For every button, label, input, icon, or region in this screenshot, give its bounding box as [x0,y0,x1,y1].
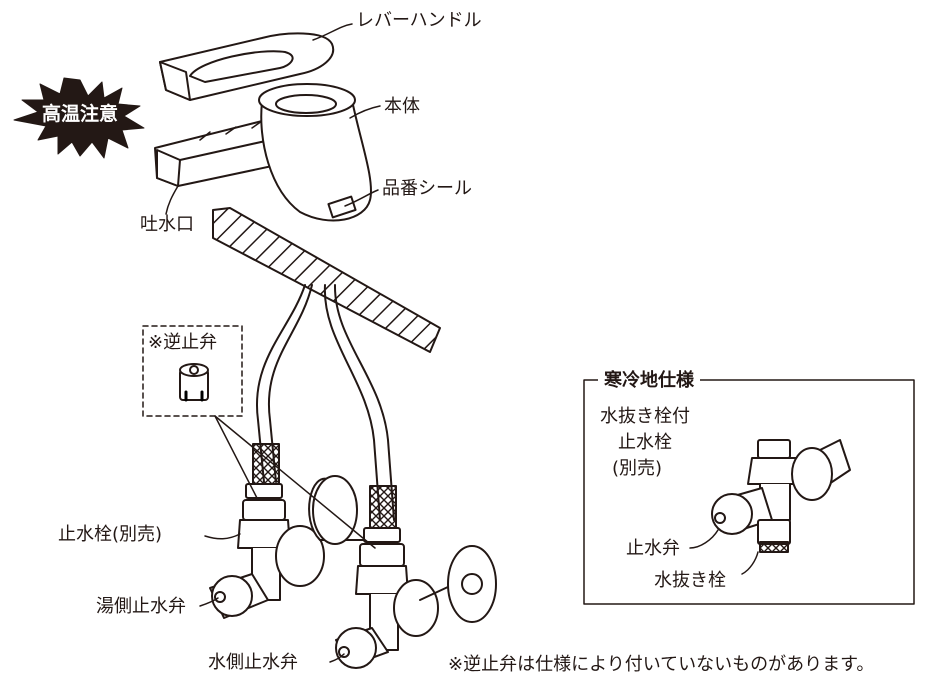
stop-cock-label: 止水栓(別売) [58,524,163,545]
drain-stopcock-line3: (別売) [612,458,663,479]
footnote: ※逆止弁は仕様により付いていないものがあります。 [448,654,875,675]
drain-stopcock-line1: 水抜き栓付 [600,406,690,427]
high-temperature-badge-shape [13,77,145,159]
counter-surface [212,207,441,353]
check-valve-label: ※逆止弁 [148,332,218,353]
cold-side-valve-label: 水側止水弁 [208,652,298,673]
cold-region-box [583,379,915,605]
stop-valve-label: 止水弁 [626,538,680,559]
check-valve-inset [142,325,376,549]
hot-side-valve-label: 湯側止水弁 [96,596,186,617]
cold-region-title: 寒冷地仕様 [598,370,700,392]
cold-stop-cock [335,527,497,669]
faucet-body [154,32,372,222]
part-number-seal-label: 品番シール [382,178,472,199]
lever-handle-label: レバーハンドル [356,10,482,31]
spout-label: 吐水口 [140,214,194,235]
drain-plug-label: 水抜き栓 [654,570,726,591]
leader-lines [165,23,759,663]
hot-stop-cock [209,475,381,619]
drain-stopcock-line2: 止水栓 [618,432,672,453]
high-temperature-badge: 高温注意 [41,103,118,125]
body-label: 本体 [384,96,420,117]
